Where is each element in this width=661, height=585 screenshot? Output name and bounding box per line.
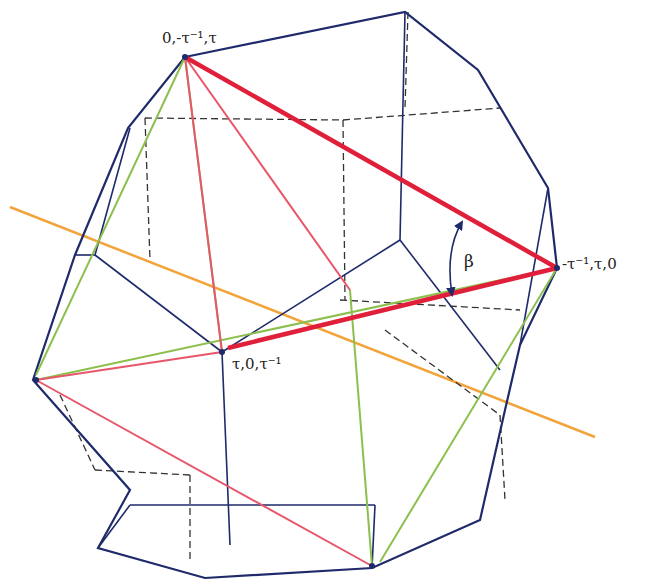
green-lines [36, 57, 557, 566]
bold-red-lines [185, 57, 557, 348]
vertex-label: τ,0,τ⁻¹ [230, 356, 284, 373]
vertex-label: 0,-τ⁻¹,τ [160, 30, 219, 47]
angle-arc [450, 222, 462, 295]
visible-edges [75, 12, 548, 568]
vertex-dots [33, 54, 560, 569]
hidden-edges [60, 12, 520, 560]
vertex-label: -τ⁻¹,τ,0 [560, 256, 619, 273]
angle-label: β [462, 252, 476, 271]
polyhedron-outline [33, 12, 557, 578]
